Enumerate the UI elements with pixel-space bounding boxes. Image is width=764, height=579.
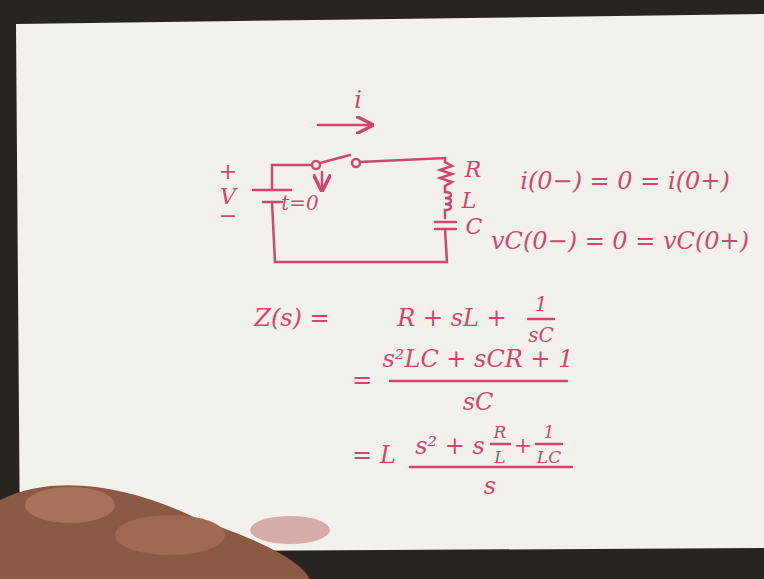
hand-photo bbox=[0, 485, 330, 579]
handwritten-label: + bbox=[514, 435, 532, 457]
handwritten-label: = bbox=[352, 443, 372, 467]
switch-contact bbox=[352, 159, 360, 167]
capacitor-plate bbox=[435, 221, 456, 224]
switch-contact bbox=[312, 161, 320, 169]
handwritten-label: 1 bbox=[535, 294, 548, 314]
handwritten-label: = bbox=[352, 368, 372, 392]
handwritten-label: i bbox=[354, 88, 362, 112]
handwritten-label: sC bbox=[463, 390, 494, 414]
paper-sheet bbox=[16, 14, 764, 552]
fraction-bar bbox=[536, 443, 562, 446]
inductor-symbol bbox=[445, 186, 451, 218]
handwritten-label: i(0−) = 0 = i(0+) bbox=[520, 169, 730, 193]
handwritten-label: L bbox=[462, 190, 477, 212]
fraction-bar bbox=[491, 443, 510, 446]
battery-plate bbox=[263, 201, 282, 204]
handwritten-label: sC bbox=[528, 325, 554, 345]
handwritten-label: Z(s) = bbox=[254, 306, 329, 330]
handwritten-label: s²LC + sCR + 1 bbox=[383, 347, 574, 371]
handwritten-label: R + sL + bbox=[397, 306, 506, 330]
handwritten-label: R bbox=[465, 159, 482, 181]
handwritten-label: − bbox=[219, 205, 237, 227]
fraction-bar bbox=[528, 318, 554, 321]
switch-blade bbox=[320, 155, 350, 163]
wire bbox=[360, 158, 445, 162]
handwritten-label: 1 bbox=[544, 424, 555, 441]
battery-plate bbox=[253, 189, 291, 192]
handwritten-label: L bbox=[494, 449, 505, 466]
handwritten-label: L bbox=[380, 443, 396, 467]
current-arrow bbox=[318, 124, 372, 127]
resistor-symbol bbox=[440, 162, 452, 186]
handwritten-label: LC bbox=[537, 449, 561, 466]
handwritten-label: R bbox=[494, 424, 507, 441]
handwritten-label: s bbox=[484, 474, 496, 498]
wire bbox=[272, 165, 312, 190]
switch-arrow bbox=[321, 172, 324, 190]
handwritten-label: C bbox=[466, 216, 483, 238]
fraction-bar bbox=[410, 466, 572, 469]
fraction-bar bbox=[390, 380, 567, 383]
handwritten-label: vC(0−) = 0 = vC(0+) bbox=[491, 229, 749, 253]
handwritten-label: t=0 bbox=[281, 193, 319, 213]
handwritten-label: s² + s bbox=[415, 434, 485, 458]
handwritten-label: + bbox=[219, 161, 237, 183]
